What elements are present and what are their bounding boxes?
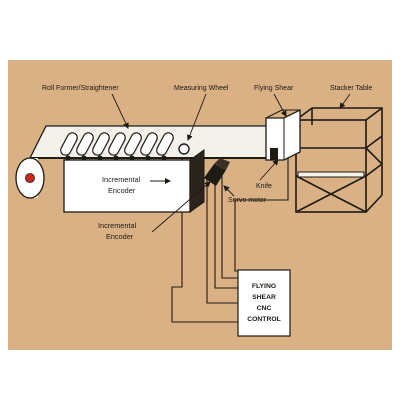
roller-row xyxy=(65,155,167,161)
label-encoder-1-line-2: Encoder xyxy=(108,186,136,195)
leader-arrows xyxy=(111,93,351,233)
label-encoder-1-line-1: Incremental xyxy=(102,175,141,184)
stacker-table xyxy=(295,107,383,213)
flying-shear xyxy=(265,108,301,161)
measuring-wheel xyxy=(178,143,190,155)
label-flying-shear: Flying Shear xyxy=(254,85,294,92)
servo-motor xyxy=(204,158,230,186)
coil-roll xyxy=(15,157,45,199)
control-box-line-1: FLYING xyxy=(252,283,276,290)
label-roll-former: Roll Former/Straightener xyxy=(42,85,119,92)
knife xyxy=(270,148,278,160)
control-box-line-2: SHEAR xyxy=(252,294,276,301)
label-encoder-2-line-1: Incremental xyxy=(98,221,137,230)
label-servo-motor: Servo motor xyxy=(228,197,267,204)
label-encoder-2-line-2: Encoder xyxy=(106,232,134,241)
control-box-line-4: CONTROL xyxy=(247,316,281,323)
label-measuring-wheel: Measuring Wheel xyxy=(174,85,229,92)
control-wiring xyxy=(171,148,289,323)
control-box-line-3: CNC xyxy=(257,305,272,312)
roll-former-rollers xyxy=(60,132,174,156)
control-box xyxy=(237,269,291,337)
stacker-output-sheet xyxy=(297,171,365,178)
label-stacker-table: Stacker Table xyxy=(330,85,372,92)
label-knife: Knife xyxy=(256,183,272,190)
